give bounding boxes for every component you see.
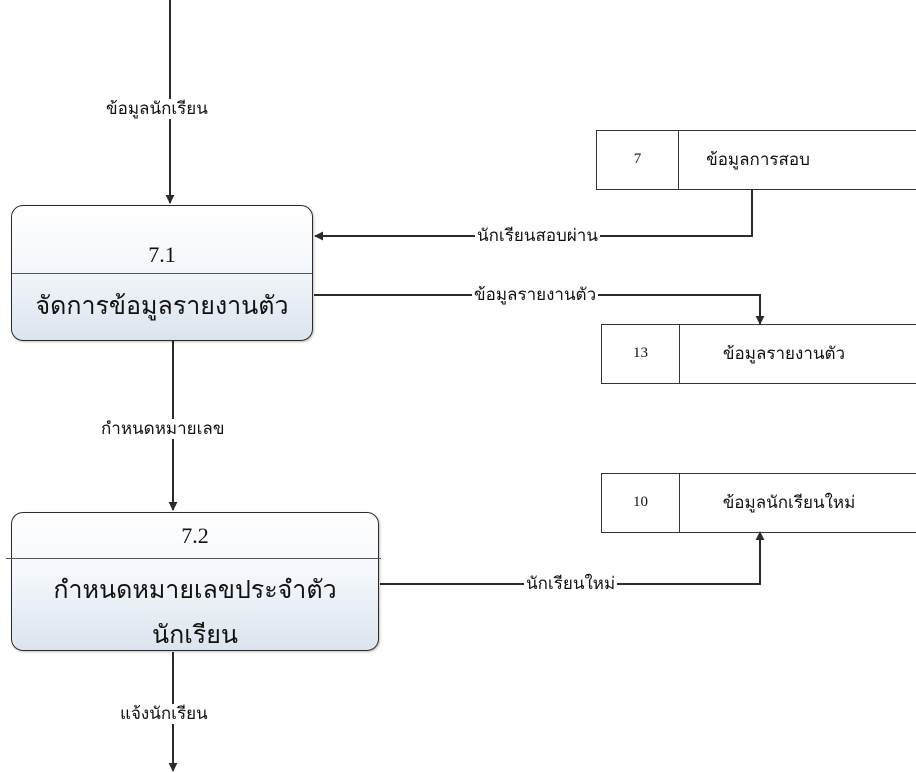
flow-label-passed-students: นักเรียนสอบผ่าน [475, 226, 600, 246]
flow-label-notify-students: แจ้งนักเรียน [118, 704, 210, 724]
flow-line-passed-students [314, 190, 753, 241]
process-7-2-divider [6, 558, 381, 559]
process-id: 7.1 [148, 242, 176, 267]
process-name-line-1: กำหนดหมายเลขประจำตัว [53, 577, 337, 604]
flow-line-report-data [314, 294, 765, 325]
flow-label-new-students: นักเรียนใหม่ [524, 574, 618, 594]
process-name: จัดการข้อมูลรายงานตัว [35, 293, 289, 320]
process-7-1[interactable]: 7.1 จัดการข้อมูลรายงานตัว [11, 205, 313, 341]
data-store-id: 13 [633, 345, 648, 361]
data-store-name: ข้อมูลนักเรียนใหม่ [722, 493, 856, 512]
data-store-13[interactable]: 13 ข้อมูลรายงานตัว [601, 324, 916, 384]
data-store-separator [678, 131, 679, 189]
process-7-2[interactable]: 7.2 กำหนดหมายเลขประจำตัว นักเรียน [11, 512, 379, 651]
data-store-separator [679, 325, 680, 383]
data-store-10[interactable]: 10 ข้อมูลนักเรียนใหม่ [601, 473, 916, 533]
process-id: 7.2 [181, 523, 209, 548]
data-store-7[interactable]: 7 ข้อมูลการสอบ [596, 130, 916, 190]
flow-label-assign-number: กำหนดหมายเลข [99, 419, 227, 439]
flow-label-student-data: ข้อมูลนักเรียน [104, 99, 210, 119]
process-divider [12, 273, 312, 274]
data-store-name: ข้อมูลการสอบ [706, 150, 810, 169]
data-store-separator [679, 474, 680, 532]
data-store-id: 7 [633, 151, 642, 167]
process-name-line-2: นักเรียน [152, 622, 238, 649]
data-store-id: 10 [633, 494, 648, 510]
flow-label-report-data: ข้อมูลรายงานตัว [472, 285, 599, 305]
data-store-name: ข้อมูลรายงานตัว [722, 344, 846, 363]
flow-line-new-students [380, 531, 765, 585]
